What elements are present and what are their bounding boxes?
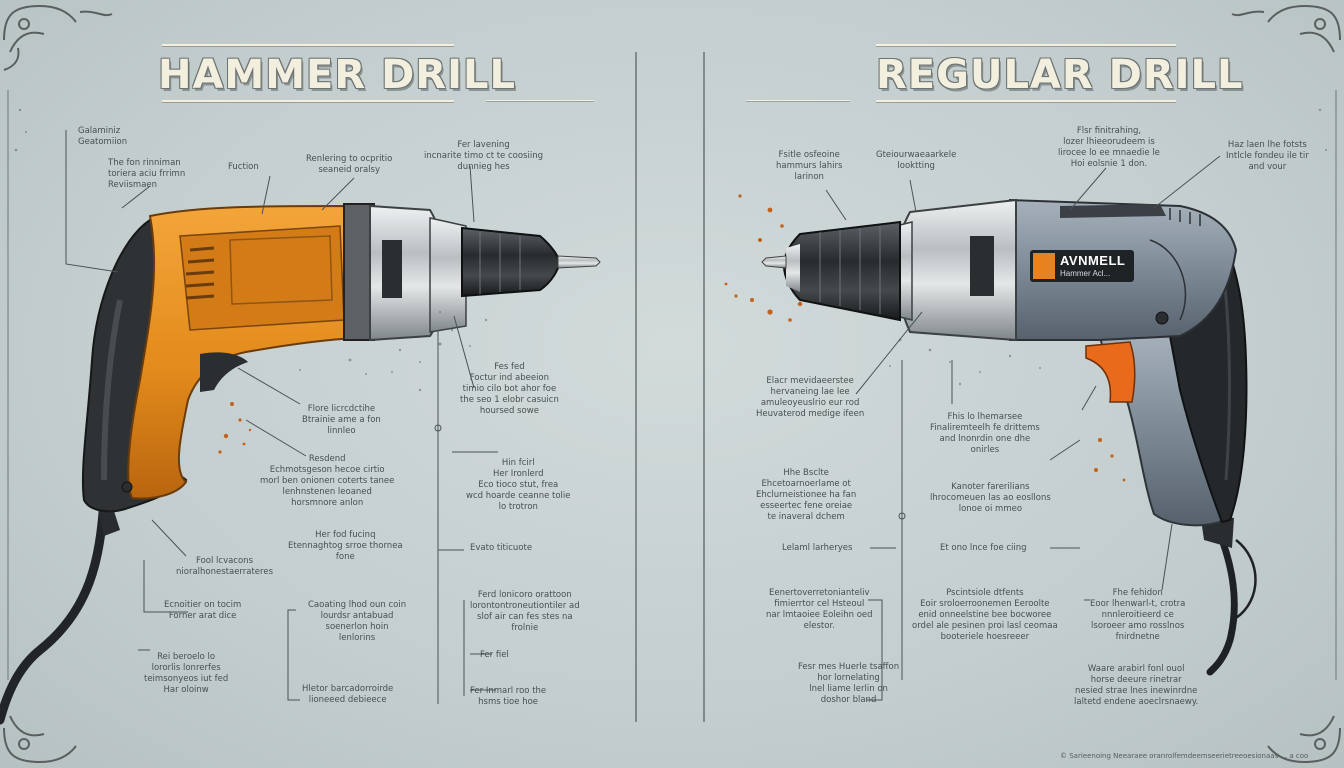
annotation-left-4: Renlering to ocpritio seaneid oralsy bbox=[306, 154, 393, 175]
annotation-left-15: Ferd lonicoro orattoon lorontontroneutio… bbox=[470, 590, 580, 633]
annotation-right-14: Fesr mes Huerle tsaffon hor lornelating … bbox=[798, 662, 900, 705]
title-underline-top-left bbox=[162, 44, 454, 46]
annotation-right-12: Pscintsiole dtfents Eoir sroloerroonemen… bbox=[912, 588, 1058, 642]
annotation-left-3: Fuction bbox=[228, 162, 259, 172]
title-hammer-drill: HAMMER DRILL bbox=[158, 52, 516, 98]
drill-brand-badge: AVNMELL Hammer Acl... bbox=[1030, 250, 1134, 282]
annotation-right-13: Fhe fehidon Eoor lhenwarl-t, crotra nnnl… bbox=[1090, 588, 1186, 642]
annotation-right-11: Eenertoverretonianteliv fimierrtor cel H… bbox=[766, 588, 873, 631]
annotation-left-9: Hin fcirl Her Ironlerd Eco tioco stut, f… bbox=[466, 458, 571, 512]
title-underline-right-extra bbox=[746, 100, 850, 101]
annotation-left-2: The fon rinniman toriera aciu frrimn Rev… bbox=[108, 158, 186, 190]
corner-ornament-bottom-right bbox=[1267, 715, 1341, 764]
annotation-left-11: Evato titicuote bbox=[470, 543, 533, 553]
annotation-right-10: Et ono lnce foe ciing bbox=[940, 543, 1027, 553]
annotation-right-3: Flsr finitrahing, lozer lhieeorudeem is … bbox=[1058, 126, 1160, 169]
brand-badge-square bbox=[1033, 253, 1055, 279]
brand-model: Hammer Acl... bbox=[1060, 269, 1111, 278]
annotation-right-5: Elacr mevidaeerstee hervaneing lae lee a… bbox=[756, 376, 865, 419]
annotation-left-5: Fer lavening incnarite timo ct te coosii… bbox=[424, 140, 543, 172]
annotation-left-18: Rei beroelo lo lororlis lonrerfes teimso… bbox=[144, 652, 229, 695]
regular-drill-gearbox bbox=[894, 198, 1017, 342]
corner-ornament-top-left bbox=[3, 4, 113, 71]
annotation-left-8: Resdend Echmotsgeson hecoe cirtio morl b… bbox=[260, 454, 395, 508]
rust-dots bbox=[218, 194, 1126, 482]
annotation-left-13: Ecnoitier on tocim Forner arat dice bbox=[164, 600, 242, 621]
title-underline-left bbox=[162, 100, 454, 102]
hammer-drill-chuck bbox=[461, 226, 562, 298]
hammer-drill-bit bbox=[557, 255, 601, 269]
annotation-right-2: Gteiourwaeaarkele looktting bbox=[876, 150, 957, 171]
annotation-left-10: Her fod fucinq Etennaghtog srroe thornea… bbox=[288, 530, 403, 562]
title-underline-right bbox=[876, 100, 1176, 102]
brand-name: AVNMELL bbox=[1060, 253, 1126, 268]
hammer-drill-illustration bbox=[0, 203, 601, 725]
annotation-right-15: Waare arabirl fonl ouol horse deeure rin… bbox=[1074, 664, 1199, 707]
regular-drill-trigger bbox=[1085, 341, 1136, 403]
side-frame-lines bbox=[7, 90, 1337, 680]
title-regular-drill: REGULAR DRILL bbox=[876, 52, 1244, 98]
regular-drill-bit bbox=[761, 255, 787, 269]
annotation-right-9: Lelaml larheryes bbox=[782, 543, 853, 553]
annotation-right-8: Kanoter farerilians lhrocomeuen las ao e… bbox=[930, 482, 1051, 514]
annotation-left-16: Fer fiel bbox=[480, 650, 509, 660]
center-divider bbox=[635, 52, 705, 722]
title-underline-top-right bbox=[876, 44, 1176, 46]
regular-drill-cord bbox=[1206, 516, 1238, 676]
annotation-left-6: Fes fed Foctur ind abeeion timio cilo bo… bbox=[460, 362, 559, 416]
hammer-drill-trigger bbox=[200, 352, 248, 392]
annotation-right-1: Fsitle osfeoine hammurs lahirs larinon bbox=[776, 150, 843, 182]
title-underline-left-extra bbox=[486, 100, 594, 101]
annotation-right-7: Hhe Bsclte Ehcetoarnoerlame ot Ehclurnei… bbox=[756, 468, 857, 522]
annotation-left-17: Fer Inmarl roo the hsms tioe hoe bbox=[470, 686, 547, 707]
annotation-left-1: Galaminiz Geatomiion bbox=[78, 126, 128, 147]
annotation-left-14: Caoating lhod oun coin lourdsr antabuad … bbox=[308, 600, 407, 643]
annotation-left-7: Flore licrcdctihe Btrainie ame a fon lin… bbox=[302, 404, 381, 436]
annotation-left-12: Fool lcvacons nioralhonestaerrateres bbox=[176, 556, 273, 577]
corner-ornament-top-right bbox=[1231, 4, 1341, 53]
annotation-right-4: Haz laen lhe fotsts Intlcle fondeu ile t… bbox=[1226, 140, 1309, 172]
annotation-left-19: Hletor barcadorroirde lioneeed debieece bbox=[302, 684, 394, 705]
leader-lines bbox=[65, 130, 1221, 704]
dust-speckles bbox=[14, 108, 1327, 392]
hammer-drill-cord bbox=[0, 495, 109, 725]
corner-ornament-bottom-left bbox=[3, 715, 77, 764]
footer-credit: © Sarieenoing Neearaee oranrolfemdeemsee… bbox=[1060, 752, 1309, 760]
annotation-right-6: Fhis lo lhemarsee Finaliremteelh fe drit… bbox=[930, 412, 1040, 455]
